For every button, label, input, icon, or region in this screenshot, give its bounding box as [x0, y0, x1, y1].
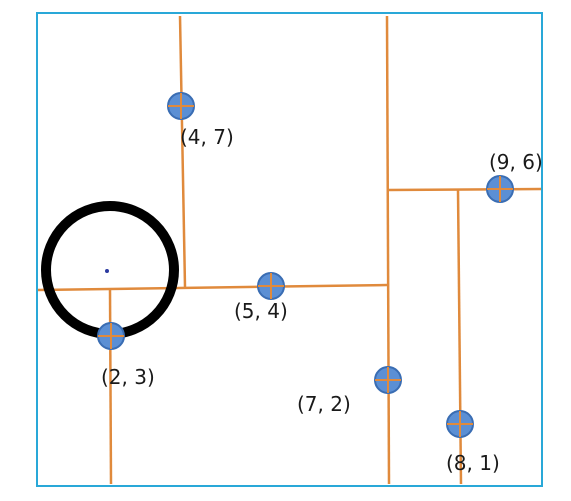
label-point-9-6: (9, 6)	[489, 150, 543, 174]
split-line-y6-right	[386, 187, 542, 192]
data-point-5-4	[257, 272, 285, 300]
split-line-x8	[456, 189, 463, 485]
data-point-9-6	[486, 175, 514, 203]
split-line-x7	[385, 15, 391, 485]
split-line-y4-left	[37, 283, 388, 292]
data-point-7-2	[374, 366, 402, 394]
label-point-8-1: (8, 1)	[446, 451, 500, 475]
data-point-8-1	[446, 410, 474, 438]
label-point-2-3: (2, 3)	[101, 365, 155, 389]
label-point-5-4: (5, 4)	[234, 299, 288, 323]
data-point-2-3	[97, 322, 125, 350]
bounding-box	[36, 12, 543, 487]
split-line-x5	[178, 15, 187, 288]
data-point-4-7	[167, 92, 195, 120]
query-point	[105, 269, 109, 273]
label-point-4-7: (4, 7)	[180, 125, 234, 149]
label-point-7-2: (7, 2)	[297, 392, 351, 416]
